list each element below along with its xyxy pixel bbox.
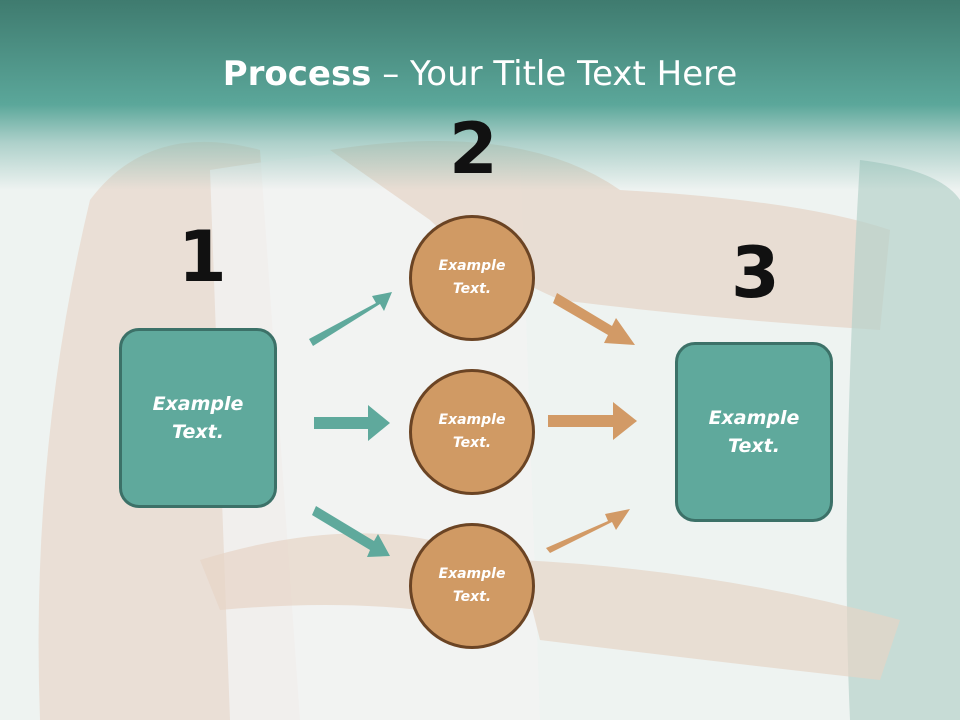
step-number-1: 1 (178, 216, 227, 298)
circle-bottom-line1: Example (438, 565, 506, 582)
step-number-3: 3 (731, 232, 780, 314)
arrow-teal-down (312, 506, 390, 557)
title-bold: Process (222, 54, 372, 94)
right-box-line2: Text. (728, 435, 780, 457)
circle-top-line2: Text. (452, 281, 492, 297)
arrow-orange-down (553, 293, 635, 345)
arrow-teal-up (309, 292, 392, 346)
circle-middle-line2: Text. (452, 435, 492, 451)
step-number-2: 2 (449, 108, 498, 190)
arrow-teal-straight (314, 405, 390, 441)
circle-middle-line1: Example (438, 411, 506, 428)
left-box-line2: Text. (172, 421, 224, 443)
left-box-line1: Example (152, 392, 244, 415)
slide-title: Process – Your Title Text Here (0, 54, 960, 94)
title-band (0, 0, 960, 190)
circle-bottom-line2: Text. (452, 589, 492, 605)
arrow-orange-straight (548, 402, 637, 440)
title-rest: – Your Title Text Here (371, 54, 738, 94)
right-box-line1: Example (708, 406, 800, 429)
circle-top-line1: Example (438, 257, 506, 274)
arrow-orange-up (546, 509, 630, 553)
